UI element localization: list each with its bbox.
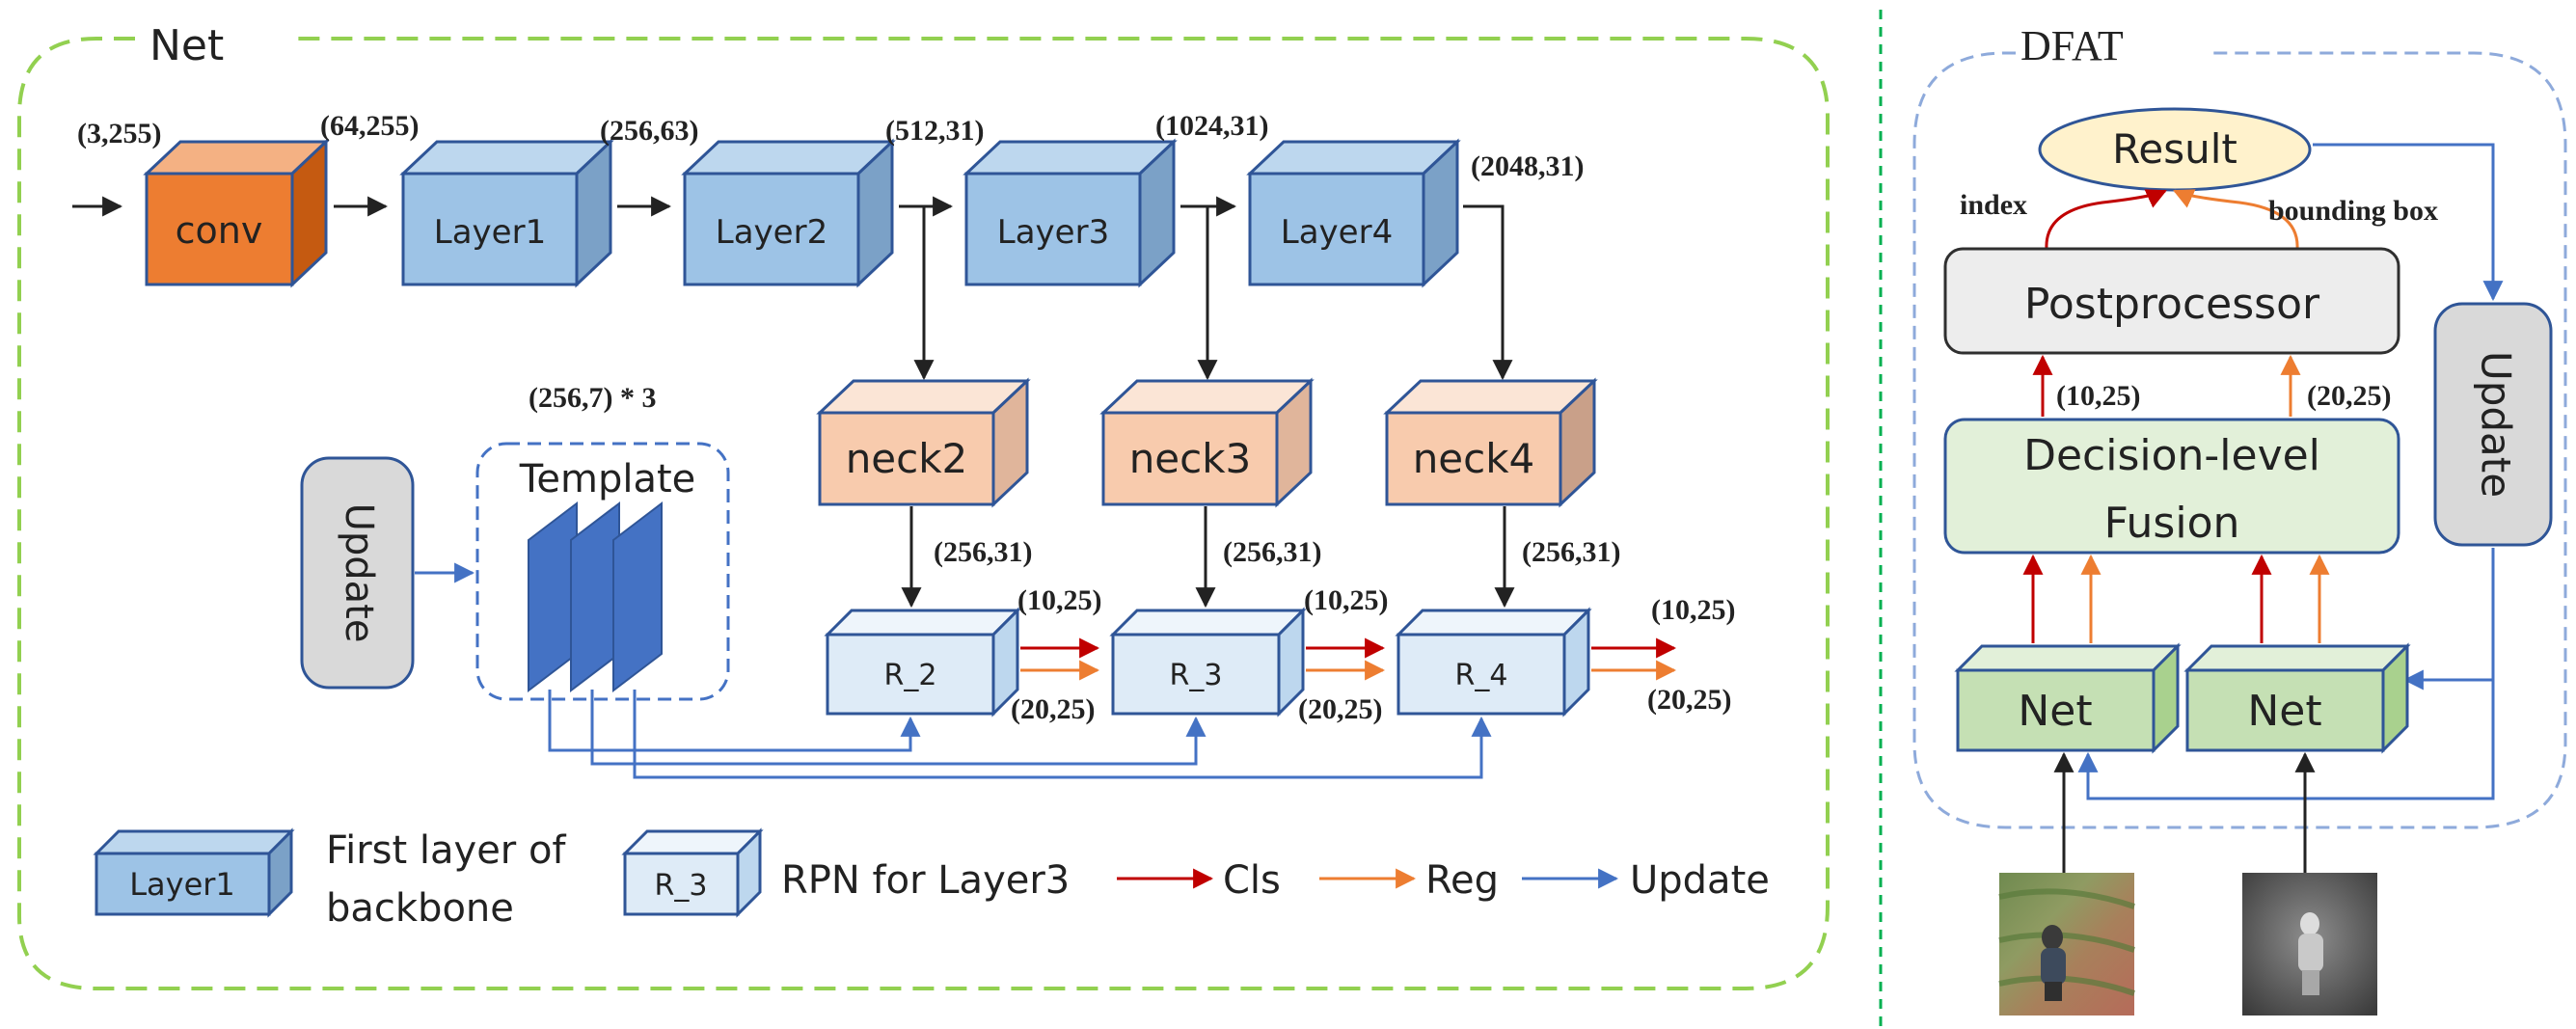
update-to-net1-arrow	[2077, 680, 2495, 800]
result-to-update-arrow	[2313, 143, 2504, 302]
legend-layer-box-label: Layer1	[129, 866, 235, 903]
net-panel-border	[17, 37, 1830, 990]
layer2-block: Layer2	[681, 138, 896, 288]
r2-label: R_2	[884, 659, 937, 692]
dfat-panel-border	[1912, 51, 2567, 829]
net-update-box	[300, 456, 415, 690]
template-to-r2-connector	[548, 690, 921, 752]
r4-cls-dim: (10,25)	[1651, 594, 1735, 626]
dfat-panel: DFAT Result index bounding box Postproce…	[1912, 22, 2567, 1015]
dfat-cls-dim: (10,25)	[2056, 380, 2140, 412]
dfat-net1-block: Net	[1954, 642, 2182, 754]
r3-label: R_3	[1170, 659, 1223, 692]
net-panel-title: Net	[149, 21, 224, 70]
r4-reg-dim: (20,25)	[1647, 684, 1731, 716]
layer1-block: Layer1	[399, 138, 614, 288]
template-to-r4-connector	[633, 690, 1492, 779]
layer1-dim-label: (256,63)	[600, 115, 698, 147]
template-to-r3-connector	[590, 690, 1207, 766]
legend-layer-swatch: Layer1	[93, 827, 295, 918]
thermal-input-image	[2242, 873, 2377, 1015]
layer3-dim-label: (1024,31)	[1155, 110, 1268, 142]
neck2-dim-label: (256,31)	[934, 536, 1032, 568]
template-feature-3	[612, 501, 663, 693]
r3-block: R_3	[1109, 607, 1307, 718]
neck4-block: neck4	[1383, 377, 1598, 508]
input-dim-label: (3,255)	[77, 118, 161, 149]
template-feature-1	[528, 501, 578, 693]
layer4-block: Layer4	[1246, 138, 1461, 288]
legend-cls-label: Cls	[1223, 858, 1281, 903]
fusion-label-line2: Fusion	[2104, 499, 2240, 548]
template-box	[475, 442, 730, 701]
legend-rpn-swatch: R_3	[621, 827, 764, 918]
legend-layer-desc-line1: First layer of	[326, 828, 566, 873]
layer3-label: Layer3	[997, 213, 1109, 252]
rgb-input-image	[1998, 873, 2135, 1015]
result-label: Result	[2112, 125, 2237, 173]
r3-cls-dim: (10,25)	[1304, 584, 1388, 616]
dfat-reg-dim: (20,25)	[2307, 380, 2391, 412]
postprocessor-label: Postprocessor	[2024, 280, 2320, 329]
r4-label: R_4	[1455, 659, 1508, 692]
postprocessor-box	[1943, 247, 2400, 355]
legend-layer-desc-line2: backbone	[326, 886, 514, 931]
layer4-label: Layer4	[1281, 213, 1393, 252]
net-update-label: Update	[337, 503, 381, 643]
dfat-update-box	[2433, 302, 2553, 547]
conv-dim-label: (64,255)	[320, 110, 419, 142]
legend: Layer1 First layer of backbone R_3 RPN f…	[93, 827, 1770, 931]
bbox-label: bounding box	[2268, 195, 2438, 227]
legend-update-label: Update	[1630, 858, 1770, 903]
neck4-label: neck4	[1413, 435, 1535, 482]
r2-reg-dim: (20,25)	[1011, 693, 1095, 725]
dfat-panel-title: DFAT	[2020, 22, 2124, 69]
neck4-dim-label: (256,31)	[1522, 536, 1620, 568]
neck2-block: neck2	[816, 377, 1031, 508]
layer4-to-neck4-arrow	[1463, 204, 1513, 381]
layer2-dim-label: (512,31)	[885, 115, 984, 147]
fusion-label-line1: Decision-level	[2023, 431, 2320, 480]
bbox-curve-arrow	[2173, 189, 2299, 250]
net-panel: Net (3,255) conv (64,255) Layer1 (256,63…	[17, 21, 1830, 990]
layer3-block: Layer3	[963, 138, 1178, 288]
layer2-label: Layer2	[716, 213, 827, 252]
fusion-box	[1943, 418, 2400, 555]
conv-label: conv	[176, 209, 263, 252]
r4-block: R_4	[1395, 607, 1592, 718]
layer1-label: Layer1	[434, 213, 546, 252]
dfat-update-label: Update	[2473, 351, 2520, 498]
r3-reg-dim: (20,25)	[1298, 693, 1382, 725]
index-curve-arrow	[2045, 189, 2167, 250]
index-label: index	[1960, 189, 2027, 221]
r2-block: R_2	[824, 607, 1021, 718]
layer4-dim-label: (2048,31)	[1471, 150, 1584, 182]
dfat-net1-label: Net	[2018, 687, 2092, 736]
template-dim-label: (256,7) * 3	[529, 382, 656, 414]
neck2-label: neck2	[846, 435, 968, 482]
neck3-block: neck3	[1099, 377, 1315, 508]
legend-rpn-box-label: R_3	[655, 869, 708, 903]
neck3-label: neck3	[1129, 435, 1252, 482]
template-feature-2	[570, 501, 620, 693]
legend-rpn-desc: RPN for Layer3	[781, 858, 1070, 903]
legend-reg-label: Reg	[1425, 858, 1499, 903]
update-to-net2-arrow	[2402, 548, 2495, 691]
neck3-dim-label: (256,31)	[1223, 536, 1321, 568]
dfat-net2-block: Net	[2183, 642, 2411, 754]
conv-block: conv	[143, 138, 330, 288]
template-title: Template	[519, 457, 696, 501]
dfat-net2-label: Net	[2247, 687, 2321, 736]
r2-cls-dim: (10,25)	[1017, 584, 1101, 616]
